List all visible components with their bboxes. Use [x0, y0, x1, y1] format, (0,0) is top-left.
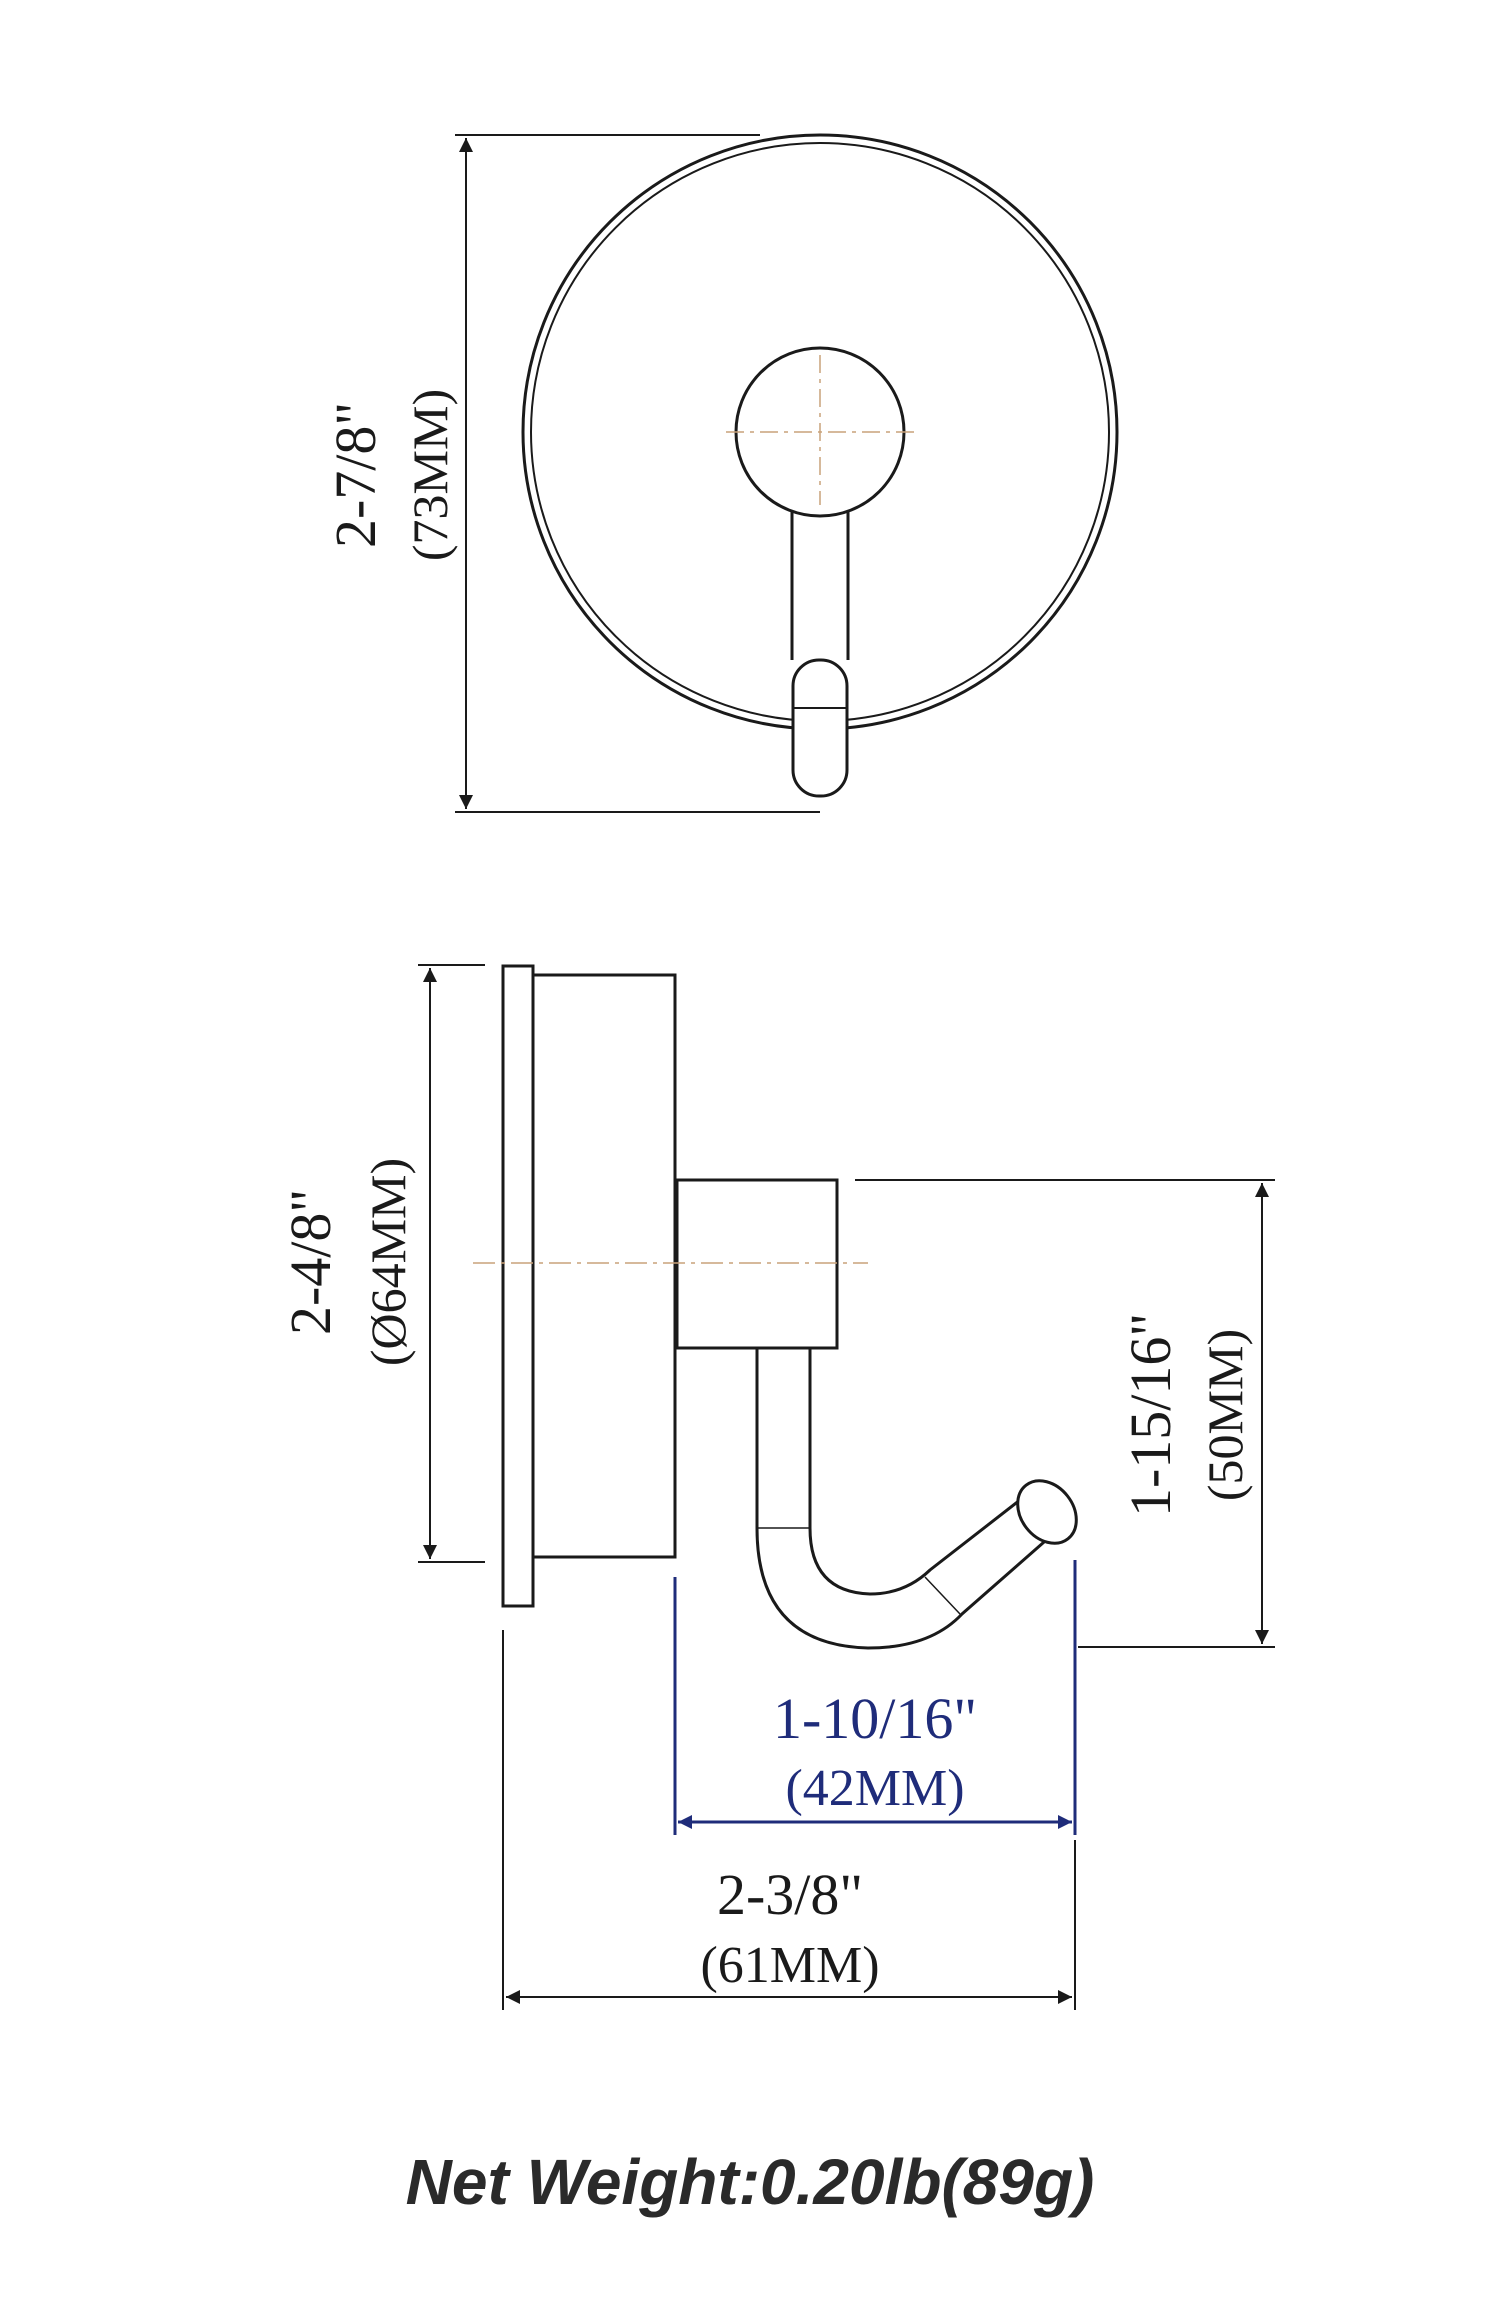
hook-reach-metric: (42MM) — [785, 1760, 964, 1817]
hub-cylinder — [675, 1178, 839, 1350]
hook-profile — [757, 1348, 1075, 1659]
front-height-metric: (73MM) — [402, 389, 458, 561]
diameter-imperial: 2-4/8" — [278, 1189, 343, 1335]
overall-depth-metric: (61MM) — [700, 1937, 879, 1994]
side-view — [501, 964, 1078, 1659]
mounting-plate — [501, 964, 535, 1608]
overall-depth-dimension — [502, 1630, 1076, 2010]
front-height-dimension — [455, 134, 820, 813]
overall-depth-imperial: 2-3/8" — [717, 1862, 863, 1927]
hook-drop-metric: (50MM) — [1197, 1329, 1253, 1501]
hook-drop-imperial: 1-15/16" — [1118, 1313, 1183, 1517]
diameter-dimension — [418, 964, 485, 1563]
base-body — [531, 973, 677, 1559]
hook-reach-imperial: 1-10/16" — [773, 1686, 977, 1751]
hook-drop-dimension — [855, 1179, 1275, 1648]
front-height-imperial: 2-7/8" — [323, 402, 388, 548]
diameter-metric: (Ø64MM) — [360, 1158, 416, 1366]
hook-tip-front — [791, 658, 849, 798]
front-view — [521, 133, 1119, 798]
hook-tip-side — [1016, 1479, 1078, 1545]
net-weight-label: Net Weight:0.20lb(89g) — [405, 2146, 1095, 2218]
hook-reach-dimension — [673, 1560, 1077, 1835]
